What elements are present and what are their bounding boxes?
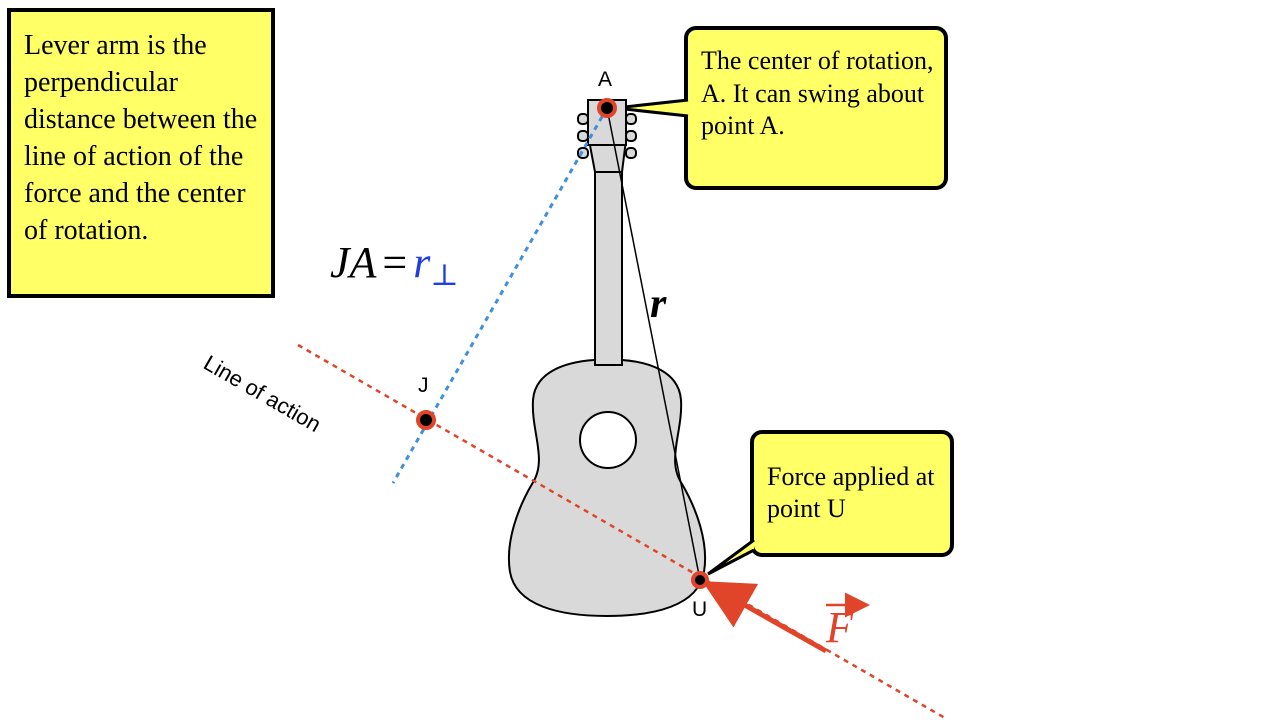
force-callout-box bbox=[750, 430, 954, 557]
tuning-peg-left-1 bbox=[577, 113, 589, 125]
force-label: F bbox=[826, 603, 853, 652]
force-callout-text: Force applied at point U bbox=[767, 462, 935, 523]
equation-lhs: JA bbox=[330, 238, 377, 287]
tuning-peg-right-1 bbox=[625, 113, 637, 125]
tuning-peg-right-2 bbox=[625, 130, 637, 142]
point-a bbox=[597, 98, 617, 118]
equation-rhs: r bbox=[413, 238, 431, 287]
guitar-neck bbox=[594, 167, 623, 366]
equation-perp-subscript: ⊥ bbox=[430, 259, 459, 292]
center-callout-text: The center of rotation, A. It can swing … bbox=[701, 46, 934, 140]
guitar-body bbox=[508, 359, 706, 618]
force-callout-pointer bbox=[707, 538, 755, 576]
guitar bbox=[508, 99, 706, 618]
tuning-peg-left-2 bbox=[577, 130, 589, 142]
radius-label: r bbox=[650, 281, 667, 327]
radius-line bbox=[606, 107, 701, 581]
point-j bbox=[416, 410, 436, 430]
lever-arm-callout-box bbox=[7, 8, 275, 298]
equation-equals: = bbox=[382, 238, 408, 287]
lever-arm-line bbox=[391, 107, 609, 484]
lever-arm-equation: JA=r⊥ bbox=[330, 237, 459, 293]
point-u bbox=[691, 571, 709, 589]
guitar-sound-hole bbox=[579, 411, 637, 469]
tuning-peg-right-3 bbox=[625, 147, 637, 159]
line-of-action bbox=[297, 343, 946, 720]
point-a-label: A bbox=[598, 68, 613, 91]
force-arrow bbox=[702, 581, 828, 654]
point-j-label: J bbox=[418, 374, 429, 397]
point-u-label: U bbox=[692, 598, 708, 621]
lever-arm-callout-text: Lever arm is the perpendicular distance … bbox=[24, 30, 258, 246]
